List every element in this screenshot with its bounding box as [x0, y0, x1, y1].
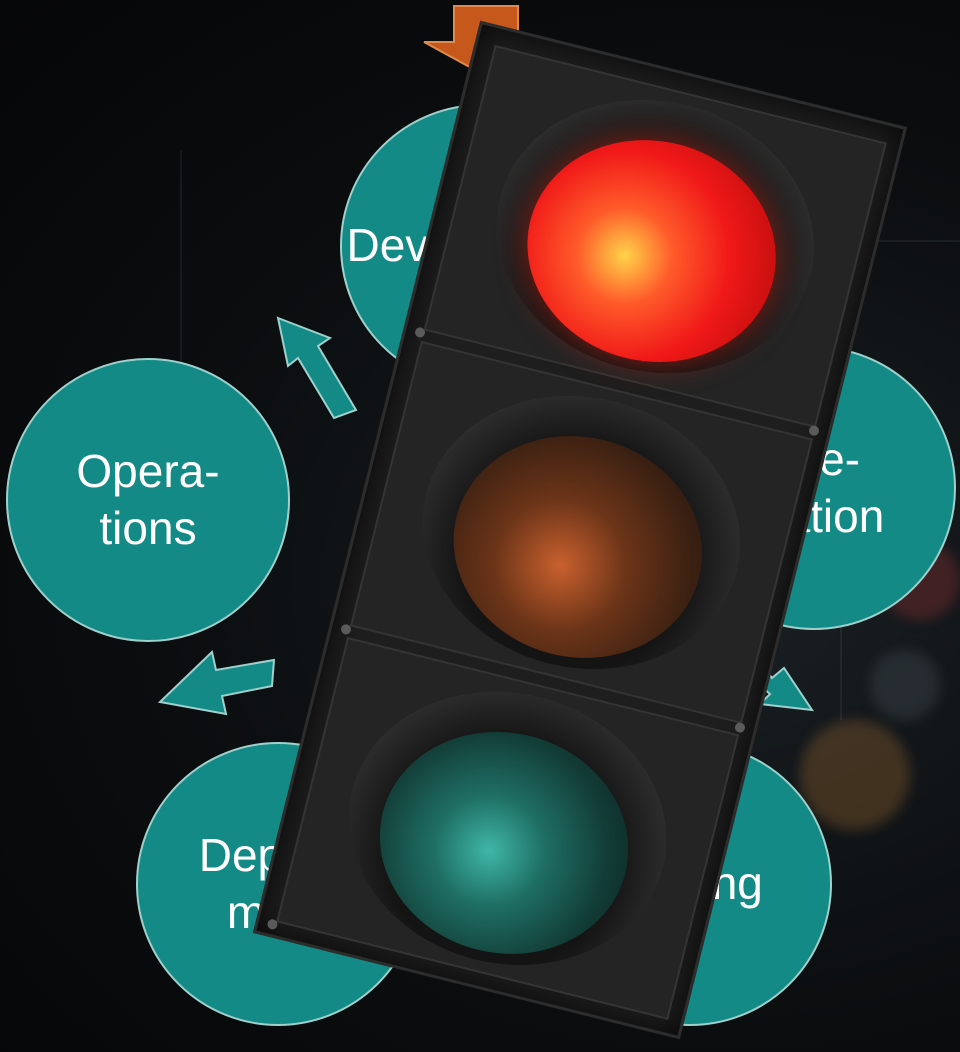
background-bokeh: [800, 720, 910, 830]
cycle-arrow-icon: [276, 316, 358, 420]
node-operations: Opera- tions: [6, 358, 290, 642]
background-line: [180, 150, 182, 450]
background-bokeh: [870, 650, 940, 720]
node-operations-label: Opera- tions: [76, 444, 220, 555]
cycle-arrow-icon: [157, 650, 276, 716]
